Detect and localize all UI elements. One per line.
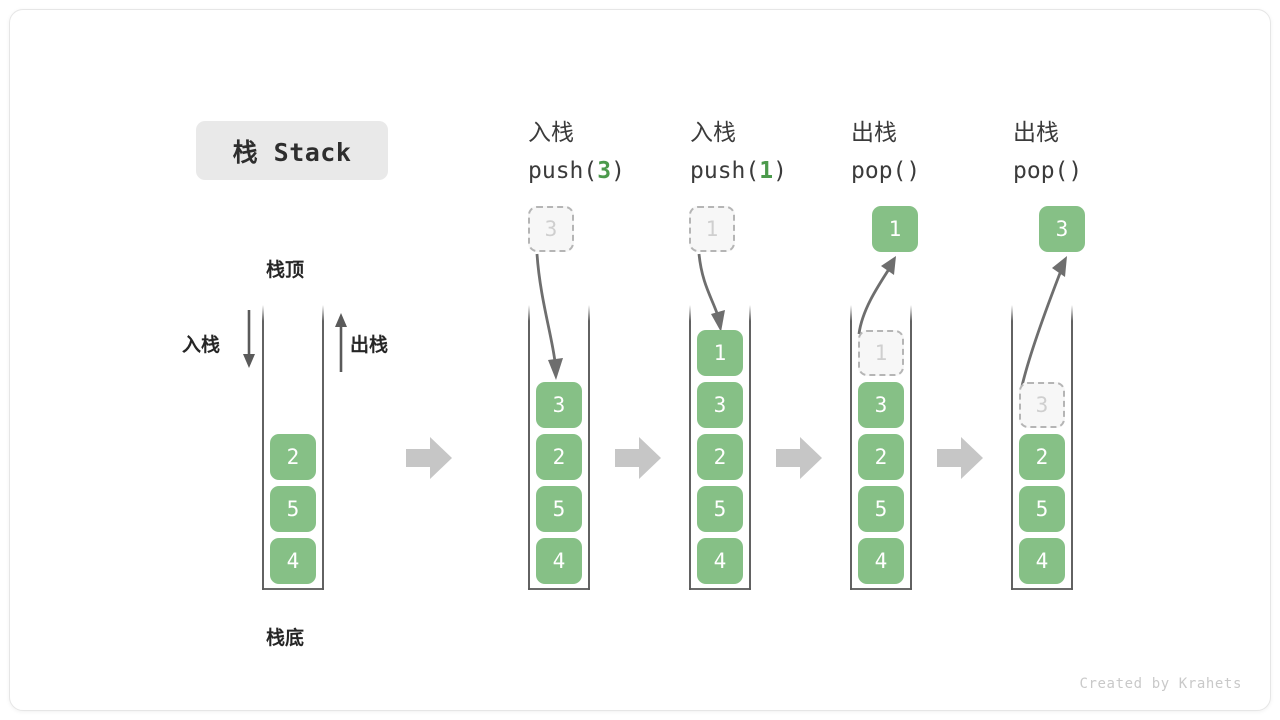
column-header-op: 出栈 [1013,120,1059,146]
stack-wall-bottom [1011,588,1073,590]
call-arg: 3 [597,158,612,184]
column-header-call: push(3) [528,152,625,190]
diagram-card: 栈 Stack 栈顶 栈底 入栈 出栈 2 5 4 入栈 push(3) 3 [9,9,1271,711]
pop-motion-arrow-icon [857,256,896,335]
column-header-push-1: 入栈 push(1) [690,114,787,190]
stack-element: 3 [697,382,743,428]
stack-wall-left [689,305,691,590]
stack-element: 4 [1019,538,1065,584]
flow-arrow-icon [406,437,452,479]
column-header-op: 入栈 [690,120,736,146]
credit-footer: Created by Krahets [1079,676,1242,692]
pop-motion-arrow-icon [1020,256,1067,387]
push-side-label: 入栈 [182,334,221,356]
call-prefix: push( [528,158,598,184]
stack-element: 2 [536,434,582,480]
stack-element: 4 [697,538,743,584]
stack-container-pop-1 [850,305,912,590]
stack-container-push-3 [528,305,590,590]
stack-element: 3 [536,382,582,428]
popped-value-box: 3 [1039,206,1085,252]
stack-wall-bottom [528,588,590,590]
push-motion-arrow-icon [697,253,725,332]
stack-element: 5 [697,486,743,532]
call-suffix: ) [1068,158,1083,184]
flow-arrow-icon [937,437,983,479]
stack-element: 3 [858,382,904,428]
stack-element: 2 [697,434,743,480]
column-header-pop-1: 出栈 pop() [851,114,920,190]
incoming-value-box: 1 [689,206,735,252]
stack-wall-left [528,305,530,590]
flow-arrow-icon [776,437,822,479]
flow-arrow-icon [615,437,661,479]
stack-container-initial [262,305,324,590]
stack-wall-left [850,305,852,590]
stack-element: 5 [858,486,904,532]
call-suffix: ) [773,158,787,184]
stack-wall-left [1011,305,1013,590]
stack-element: 4 [858,538,904,584]
stack-wall-right [588,305,590,590]
incoming-value-box: 3 [528,206,574,252]
stack-element: 5 [536,486,582,532]
stack-title-badge: 栈 Stack [196,121,388,180]
push-motion-arrow-icon [535,253,563,380]
column-header-call: pop() [851,152,920,190]
call-suffix: ) [906,158,921,184]
stack-element: 2 [858,434,904,480]
stack-wall-right [910,305,912,590]
removed-slot-ghost: 1 [858,330,904,376]
call-prefix: push( [690,158,760,184]
stack-bottom-label: 栈底 [266,627,305,649]
stack-element: 4 [536,538,582,584]
stack-element: 5 [1019,486,1065,532]
stack-wall-right [1071,305,1073,590]
push-direction-arrow-icon [243,310,255,368]
call-suffix: ) [611,158,625,184]
stack-element: 2 [270,434,316,480]
stack-wall-bottom [262,588,324,590]
pop-side-label: 出栈 [350,334,389,356]
column-header-op: 入栈 [528,120,574,146]
removed-slot-ghost: 3 [1019,382,1065,428]
column-header-push-3: 入栈 push(3) [528,114,625,190]
stack-top-label: 栈顶 [266,259,305,281]
call-arg: 1 [759,158,774,184]
stack-wall-right [322,305,324,590]
pop-direction-arrow-icon [335,313,347,372]
column-header-op: 出栈 [851,120,897,146]
stack-wall-bottom [689,588,751,590]
stack-element: 1 [697,330,743,376]
popped-value-box: 1 [872,206,918,252]
stack-wall-right [749,305,751,590]
column-header-pop-3: 出栈 pop() [1013,114,1082,190]
stack-wall-left [262,305,264,590]
stack-element: 2 [1019,434,1065,480]
stack-container-pop-3 [1011,305,1073,590]
stack-wall-bottom [850,588,912,590]
stack-container-push-1 [689,305,751,590]
stack-element: 5 [270,486,316,532]
column-header-call: pop() [1013,152,1082,190]
call-prefix: pop( [1013,158,1069,184]
call-prefix: pop( [851,158,907,184]
column-header-call: push(1) [690,152,787,190]
stack-element: 4 [270,538,316,584]
